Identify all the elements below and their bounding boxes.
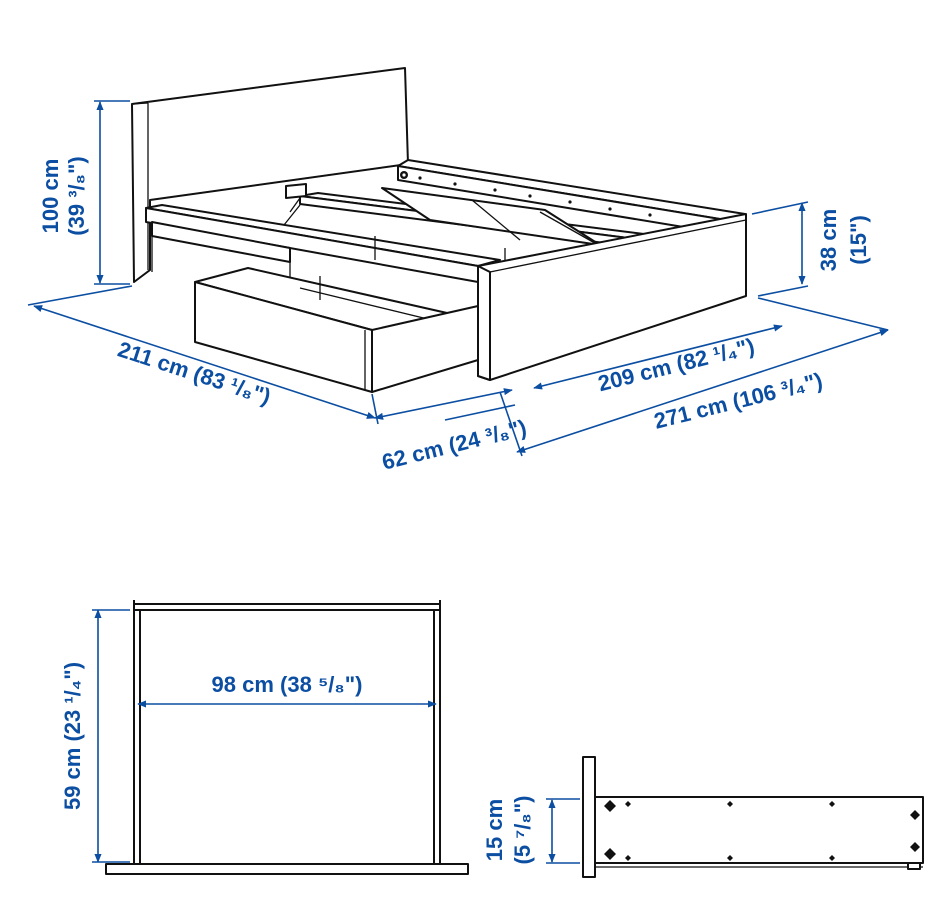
- rail-holes: [400, 171, 652, 217]
- headboard-height-in: (39 ³/₈"): [64, 156, 89, 235]
- drawer-height-in: (5 ⁷/₈"): [510, 796, 535, 865]
- bed-length-dim: 209 cm (82 ¹/₄"): [595, 333, 757, 396]
- drawer-height-cm: 15 cm: [482, 799, 507, 861]
- drawer-extension-dim: 62 cm (24 ³/₈"): [379, 415, 529, 475]
- bed-illustration: 100 cm (39 ³/₈") 38 cm (15") 211 cm (83 …: [27, 67, 889, 475]
- drawer-top-view: 98 cm (38 ⁵/₈") 59 cm (23 ¹/₄"): [60, 600, 469, 875]
- drawer-side-view: 15 cm (5 ⁷/₈"): [482, 756, 924, 878]
- side-height-in: (15"): [846, 215, 871, 265]
- side-height-cm: 38 cm: [816, 209, 841, 271]
- drawer-screw-marks: [604, 800, 920, 861]
- drawer-width-dim: 98 cm (38 ⁵/₈"): [212, 672, 363, 697]
- drawer-depth-dim: 59 cm (23 ¹/₄"): [60, 662, 85, 810]
- total-length-dim: 271 cm (106 ³/₄"): [651, 368, 824, 434]
- headboard: [131, 67, 409, 283]
- headboard-height-cm: 100 cm: [38, 159, 63, 234]
